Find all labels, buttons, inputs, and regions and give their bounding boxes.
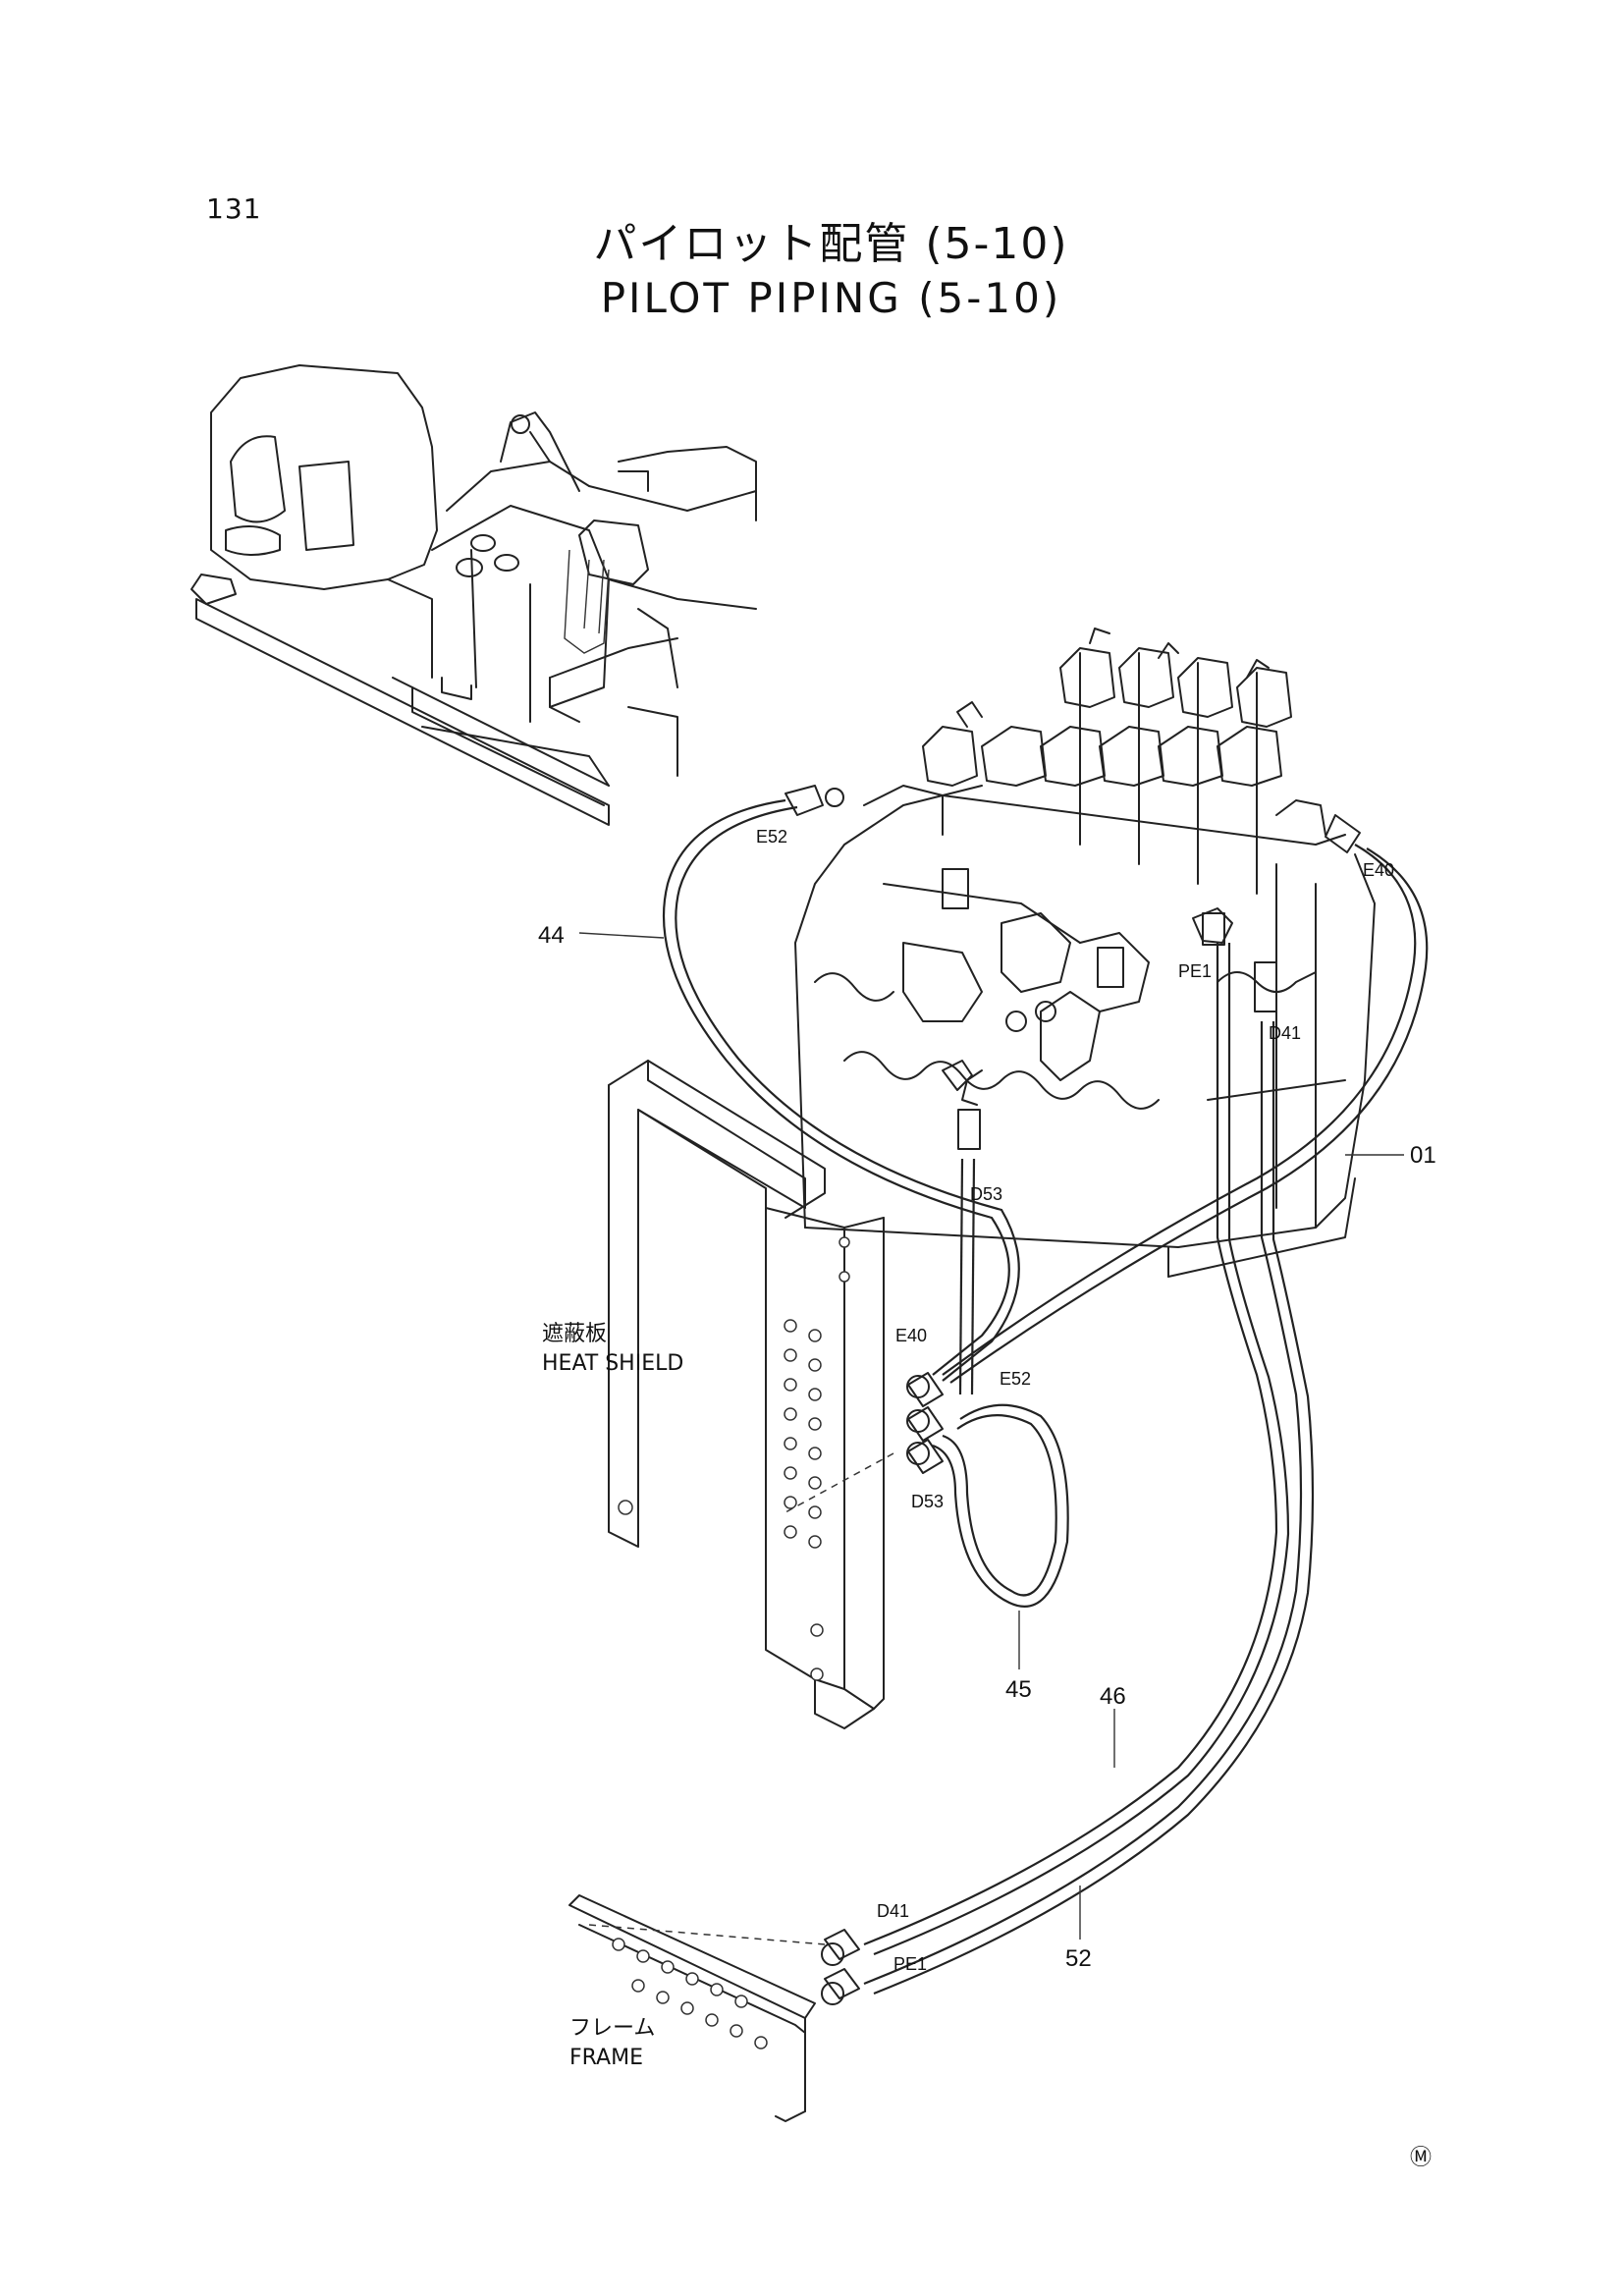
label-e52-bottom: E52 bbox=[1000, 1369, 1031, 1389]
label-pe1-top: PE1 bbox=[1178, 961, 1212, 981]
part-number-45: 45 bbox=[1005, 1676, 1032, 1703]
title-block: パイロット配管 (5-10) PILOT PIPING (5-10) bbox=[0, 218, 1623, 326]
part-number-46: 46 bbox=[1100, 1683, 1126, 1710]
valve-fittings bbox=[942, 912, 1225, 1091]
hose-45-loop bbox=[932, 1109, 1069, 1608]
hose-44 bbox=[662, 785, 1020, 1382]
part-number-01: 01 bbox=[1410, 1142, 1436, 1169]
page-number: 131 bbox=[206, 192, 262, 225]
m-mark: Ⓜ bbox=[1410, 2146, 1432, 2170]
hose-e40 bbox=[942, 814, 1429, 1384]
leader-lines bbox=[578, 932, 1404, 1940]
frame-bar bbox=[568, 1894, 860, 2122]
label-d41-bottom: D41 bbox=[877, 1901, 909, 1921]
heat-shield-label-en: HEAT SHIELD bbox=[542, 1351, 683, 1376]
label-d53-top: D53 bbox=[970, 1184, 1002, 1204]
label-e52-top: E52 bbox=[756, 827, 787, 847]
label-pe1-bottom: PE1 bbox=[893, 1954, 927, 1974]
excavator-overview bbox=[190, 364, 757, 826]
title-english: PILOT PIPING (5-10) bbox=[600, 274, 1062, 322]
frame-label-en: FRAME bbox=[569, 2046, 643, 2070]
heat-shield-bracket bbox=[608, 1060, 885, 1729]
title-japanese: パイロット配管 (5-10) bbox=[593, 219, 1069, 269]
part-number-52: 52 bbox=[1065, 1945, 1092, 1972]
label-e40-bottom: E40 bbox=[895, 1326, 927, 1345]
frame-label-ja: フレーム bbox=[569, 2016, 655, 2041]
part-number-44: 44 bbox=[538, 922, 565, 949]
hoses-46-52 bbox=[863, 907, 1315, 1995]
label-e40-top: E40 bbox=[1363, 860, 1394, 880]
heat-shield-label-ja: 遮蔽板 bbox=[542, 1322, 607, 1346]
heat-shield-fittings bbox=[784, 1372, 944, 1513]
label-d53-bottom: D53 bbox=[911, 1492, 944, 1511]
control-valve bbox=[794, 628, 1376, 1278]
label-d41-top: D41 bbox=[1269, 1023, 1301, 1043]
